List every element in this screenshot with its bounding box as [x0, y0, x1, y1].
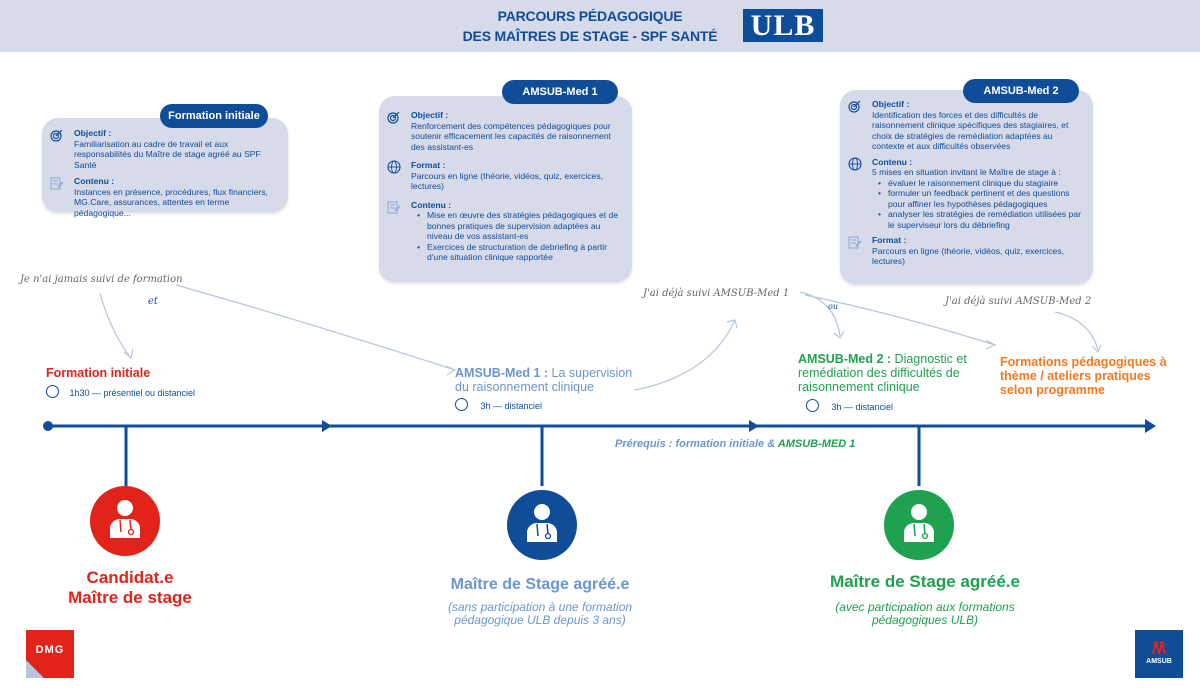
title-line-2: DES MAÎTRES DE STAGE - SPF SANTÉ — [462, 28, 718, 44]
doctor-icon-agree-avec — [884, 490, 954, 560]
header-band — [0, 0, 1200, 52]
globe-icon — [848, 156, 862, 171]
card-formation-initiale: Objectif : Familiarisation au cadre de t… — [42, 118, 288, 218]
clock-icon — [806, 399, 819, 412]
contenu-label: Contenu : — [74, 176, 115, 186]
note-done-med1: J'ai déjà suivi AMSUB-Med 1 — [643, 288, 790, 299]
note-done-med2: J'ai déjà suivi AMSUB-Med 2 — [945, 296, 1092, 307]
contenu-intro: 5 mises en situation invitant le Maître … — [872, 167, 1061, 177]
contenu-label: Contenu : — [872, 156, 913, 167]
timeline-start-dot — [43, 421, 53, 431]
dmg-logo: DMG — [26, 630, 74, 678]
contenu-item: évaluer le raisonnement clinique du stag… — [878, 178, 1085, 189]
timeline-arrow-end — [1145, 419, 1156, 433]
doctor-icon-agree-sans — [507, 490, 577, 560]
step-formation-initiale: Formation initiale 1h30 — présentiel ou … — [46, 366, 195, 401]
format-label: Format : — [411, 160, 446, 170]
contenu-item: Exercices de structuration de debriefing… — [417, 242, 624, 263]
note-et: et — [148, 296, 158, 307]
title-line-1: PARCOURS PÉDAGOGIQUE — [497, 8, 683, 24]
step-amsub-med1: AMSUB-Med 1 : La supervision du raisonne… — [455, 366, 645, 414]
persona-agree-sans-title: Maître de Stage agréé.e — [450, 576, 630, 593]
note-ou: ou — [828, 302, 838, 311]
step-title-bold: AMSUB-Med 2 : — [798, 352, 892, 366]
contenu-label: Contenu : — [411, 199, 452, 210]
contenu-list: Mise en œuvre des stratégies pédagogique… — [411, 210, 624, 263]
persona-title-line1: Candidat.e — [86, 568, 174, 587]
document-edit-icon — [50, 177, 64, 190]
objectif-label: Objectif : — [872, 99, 910, 109]
contenu-item: analyser les stratégies de remédiation u… — [878, 209, 1085, 230]
format-text: Parcours en ligne (théorie, vidéos, quiz… — [872, 245, 1065, 267]
step-formations-thematiques: Formations pédagogiques à thème / atelie… — [1000, 355, 1167, 397]
step-duration: 1h30 — présentiel ou distanciel — [69, 388, 196, 398]
objectif-label: Objectif : — [411, 110, 449, 120]
amsub-logo: AMSUB — [1135, 630, 1183, 678]
step-title-bold: AMSUB-Med 1 : — [455, 366, 549, 380]
arrow-done2-to-themes — [1054, 311, 1099, 351]
prerequis-part1: Prérequis : formation initiale & — [615, 438, 776, 450]
target-icon — [848, 100, 861, 113]
document-edit-icon — [848, 236, 862, 249]
card-amsub-med1: Objectif : Renforcement des compétences … — [379, 96, 632, 282]
step-amsub-med2: AMSUB-Med 2 : Diagnostic et remédiation … — [798, 352, 983, 415]
target-icon — [387, 111, 400, 124]
persona-agree-sans-sub: (sans participation à une formation péda… — [447, 600, 633, 627]
persona-title-line2: Maître de stage — [68, 588, 192, 607]
amsub-logo-text: AMSUB — [1146, 658, 1172, 665]
clock-icon — [455, 398, 468, 411]
step-duration: 3h — distanciel — [480, 401, 542, 411]
pill-amsub-med1: AMSUB-Med 1 — [502, 80, 618, 104]
people-icon — [1152, 641, 1166, 654]
contenu-text: Instances en présence, procédures, flux … — [74, 186, 268, 218]
ulb-logo: ULB — [743, 9, 823, 42]
arrow-done-to-themes — [804, 294, 996, 346]
format-text: Parcours en ligne (théorie, vidéos, quiz… — [411, 170, 604, 192]
objectif-text: Familiarisation au cadre de travail et a… — [74, 138, 261, 170]
dmg-logo-text: DMG — [35, 644, 65, 656]
step-title-rest: La supervision du raisonnement clinique — [455, 366, 633, 394]
note-never-trained: Je n'ai jamais suivi de formation — [20, 274, 183, 285]
step-title: Formation initiale — [46, 366, 151, 380]
persona-agree-avec-title: Maître de Stage agréé.e — [830, 572, 1020, 591]
persona-candidat: Candidat.e Maître de stage — [40, 568, 220, 608]
pill-formation-initiale: Formation initiale — [160, 104, 268, 128]
contenu-item: formuler un feedback pertinent et des qu… — [878, 188, 1085, 209]
doctor-icon-candidat — [90, 486, 160, 556]
prerequis-part2: AMSUB-MED 1 — [777, 438, 856, 450]
arrow-done-to-med2 — [799, 291, 841, 337]
format-label: Format : — [872, 235, 907, 245]
prerequis-note: Prérequis : formation initiale & AMSUB-M… — [615, 438, 855, 450]
timeline-arrow-2 — [749, 420, 759, 432]
target-icon — [50, 129, 63, 142]
page-title: PARCOURS PÉDAGOGIQUE DES MAÎTRES DE STAG… — [440, 6, 740, 46]
arrow-never-to-formation — [99, 292, 131, 358]
objectif-text: Renforcement des compétences pédagogique… — [411, 120, 611, 152]
dmg-logo-corner — [26, 660, 44, 678]
arrow-med1-to-done — [634, 319, 736, 391]
contenu-list: évaluer le raisonnement clinique du stag… — [872, 178, 1085, 231]
timeline-arrow-1 — [322, 420, 332, 432]
step-title-rest: Diagnostic et remédiation des difficulté… — [798, 352, 967, 394]
card-amsub-med2: Objectif : Identification des forces et … — [840, 90, 1093, 284]
objectif-text: Identification des forces et des difficu… — [872, 109, 1069, 152]
objectif-label: Objectif : — [74, 128, 112, 138]
arrow-never-to-med1 — [175, 284, 456, 371]
persona-agree-avec-sub: (avec participation aux formations pédag… — [835, 600, 1015, 627]
pill-amsub-med2: AMSUB-Med 2 — [963, 79, 1079, 103]
contenu-item: Mise en œuvre des stratégies pédagogique… — [417, 210, 624, 242]
step-duration: 3h — distanciel — [831, 402, 893, 412]
globe-icon — [387, 160, 401, 174]
clock-icon — [46, 385, 59, 398]
document-edit-icon — [387, 201, 401, 213]
